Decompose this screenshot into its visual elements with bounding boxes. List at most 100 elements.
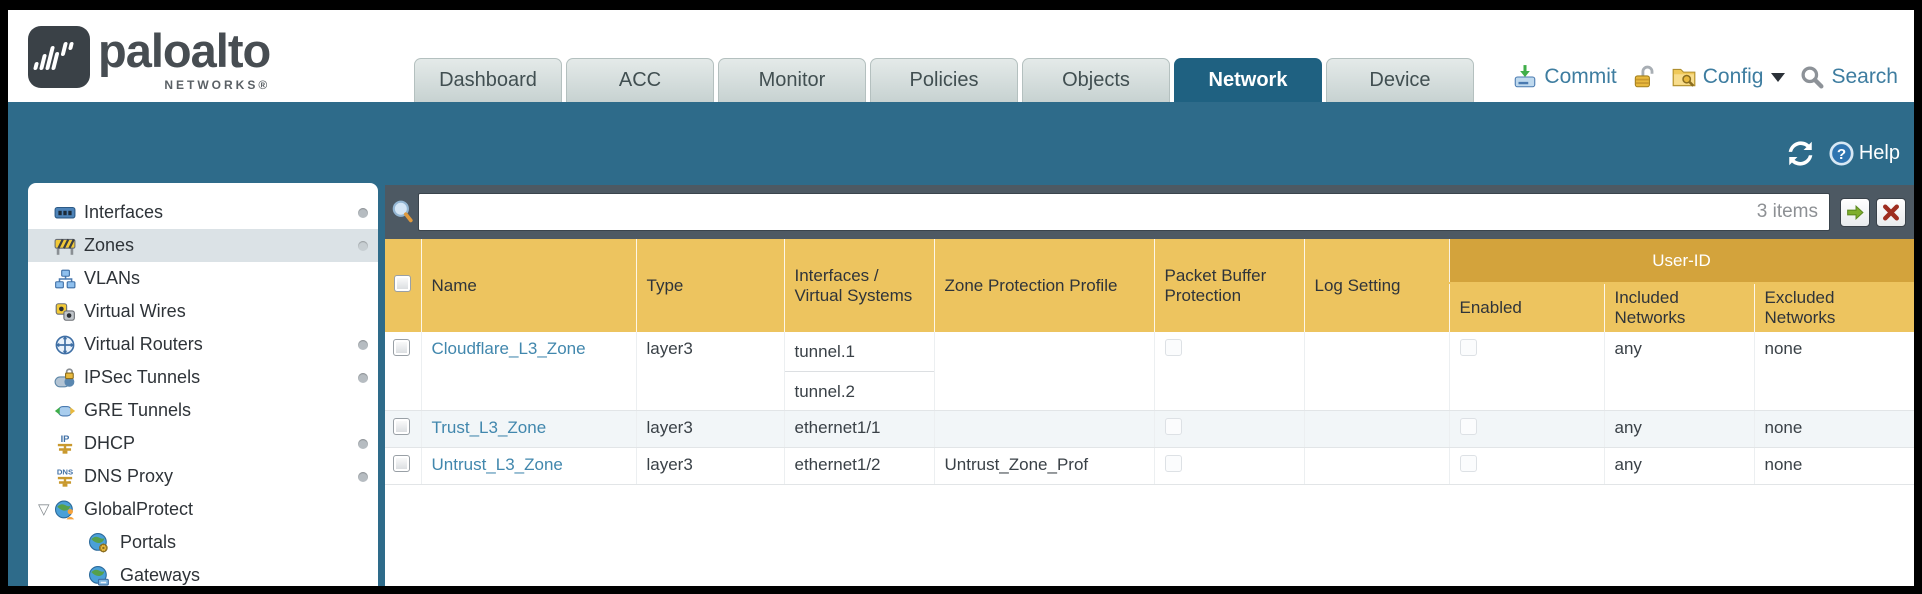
items-count: 3 items — [1756, 201, 1818, 222]
sidebar-item-vlans[interactable]: VLANs — [28, 262, 378, 295]
tab-dashboard[interactable]: Dashboard — [414, 58, 562, 102]
packet-buffer-cell — [1154, 410, 1305, 448]
column-header-packet-buffer-protection[interactable]: Packet Buffer Protection — [1154, 239, 1305, 332]
ipsec-tunnels-icon — [54, 367, 76, 389]
column-header-name[interactable]: Name — [421, 239, 637, 332]
zone-name-link[interactable]: Trust_L3_Zone — [431, 418, 547, 437]
search-icon — [1799, 64, 1825, 90]
lock-icon[interactable] — [1631, 64, 1657, 90]
zone-protection-cell — [934, 332, 1155, 411]
status-dot — [358, 207, 368, 218]
excluded-networks-cell: none — [1754, 332, 1914, 411]
filter-input[interactable] — [418, 193, 1830, 231]
select-all-header — [385, 239, 422, 332]
utility-bar: Commit Config Search — [1512, 54, 1898, 100]
interface-entry: tunnel.1 — [794, 342, 856, 361]
search-button[interactable]: Search — [1799, 64, 1898, 90]
tab-network[interactable]: Network — [1174, 58, 1322, 102]
zone-protection-cell — [934, 410, 1155, 448]
column-header-interfaces-virtual-systems[interactable]: Interfaces / Virtual Systems — [784, 239, 935, 332]
row-checkbox[interactable] — [393, 455, 410, 472]
tab-policies[interactable]: Policies — [870, 58, 1018, 102]
tab-objects[interactable]: Objects — [1022, 58, 1170, 102]
sidebar-item-zones[interactable]: Zones — [28, 229, 378, 262]
sidebar-item-label: Virtual Routers — [84, 334, 203, 354]
portals-icon — [88, 532, 110, 554]
clear-filter-button[interactable] — [1876, 198, 1906, 227]
zones-icon — [54, 235, 76, 257]
column-header-included-networks[interactable]: Included Networks — [1604, 283, 1755, 332]
column-header-excluded-networks[interactable]: Excluded Networks — [1754, 283, 1914, 332]
column-header-enabled[interactable]: Enabled — [1449, 283, 1605, 332]
apply-filter-button[interactable] — [1840, 198, 1870, 227]
status-dot — [358, 471, 368, 482]
tab-acc[interactable]: ACC — [566, 58, 714, 102]
row-checkbox[interactable] — [393, 418, 410, 435]
help-label: Help — [1858, 142, 1900, 164]
expand-arrow-icon[interactable]: ▽ — [38, 500, 50, 518]
tab-device[interactable]: Device — [1326, 58, 1474, 102]
status-dot — [358, 240, 368, 251]
gre-tunnels-icon — [54, 400, 76, 422]
sidebar-item-portals[interactable]: Portals — [28, 526, 378, 559]
row-checkbox[interactable] — [393, 339, 410, 356]
row-select-cell — [385, 447, 422, 485]
excluded-networks-cell: none — [1754, 447, 1914, 485]
tab-monitor[interactable]: Monitor — [718, 58, 866, 102]
user-id-enabled-cell — [1449, 410, 1605, 448]
config-menu[interactable]: Config — [1671, 64, 1786, 90]
sidebar-item-virtual-wires[interactable]: Virtual Wires — [28, 295, 378, 328]
column-header-log-setting[interactable]: Log Setting — [1304, 239, 1450, 332]
zone-name-cell: Untrust_L3_Zone — [421, 447, 637, 485]
interface-entry: tunnel.2 — [784, 371, 934, 410]
column-header-type[interactable]: Type — [636, 239, 785, 332]
band-actions: ? Help — [1787, 140, 1900, 167]
status-dot — [358, 372, 368, 383]
sidebar-item-gre-tunnels[interactable]: GRE Tunnels — [28, 394, 378, 427]
sidebar-item-gateways[interactable]: Gateways — [28, 559, 378, 586]
brand-subtitle: NETWORKS® — [164, 78, 271, 92]
packet-buffer-checkbox — [1164, 455, 1182, 472]
svg-text:DNS: DNS — [57, 467, 73, 476]
paloalto-logo-icon — [28, 26, 90, 88]
log-setting-cell — [1304, 447, 1450, 485]
svg-text:?: ? — [1837, 146, 1846, 163]
filter-bar: 3 items — [385, 185, 1914, 239]
log-setting-cell — [1304, 332, 1450, 411]
interfaces-cell: ethernet1/1 — [784, 410, 935, 448]
zone-name-link[interactable]: Untrust_L3_Zone — [431, 455, 563, 474]
included-networks-cell: any — [1604, 410, 1755, 448]
sidebar-item-virtual-routers[interactable]: Virtual Routers — [28, 328, 378, 361]
dns-proxy-icon: DNS — [54, 466, 76, 488]
zone-name-link[interactable]: Cloudflare_L3_Zone — [431, 339, 586, 358]
commit-button[interactable]: Commit — [1512, 64, 1617, 90]
user-id-group-header: User-ID — [1449, 239, 1914, 284]
sidebar-item-label: IPSec Tunnels — [84, 367, 201, 387]
config-icon — [1671, 64, 1697, 90]
sidebar-item-interfaces[interactable]: Interfaces — [28, 196, 378, 229]
user-id-enabled-cell — [1449, 447, 1605, 485]
sidebar-item-label: DHCP — [84, 433, 136, 453]
help-button[interactable]: ? Help — [1828, 140, 1900, 167]
sidebar-item-label: Gateways — [120, 565, 201, 585]
zone-type-cell: layer3 — [636, 410, 785, 448]
search-label: Search — [1831, 65, 1898, 88]
refresh-icon[interactable] — [1787, 140, 1814, 167]
sidebar-item-ipsec-tunnels[interactable]: IPSec Tunnels — [28, 361, 378, 394]
status-dot — [358, 438, 368, 449]
packet-buffer-cell — [1154, 447, 1305, 485]
brand-name: paloalto — [98, 24, 271, 77]
select-all-checkbox[interactable] — [394, 274, 412, 292]
zone-name-cell: Cloudflare_L3_Zone — [421, 332, 637, 411]
column-header-zone-protection-profile[interactable]: Zone Protection Profile — [934, 239, 1155, 332]
sidebar-item-globalprotect[interactable]: ▽GlobalProtect — [28, 493, 378, 526]
